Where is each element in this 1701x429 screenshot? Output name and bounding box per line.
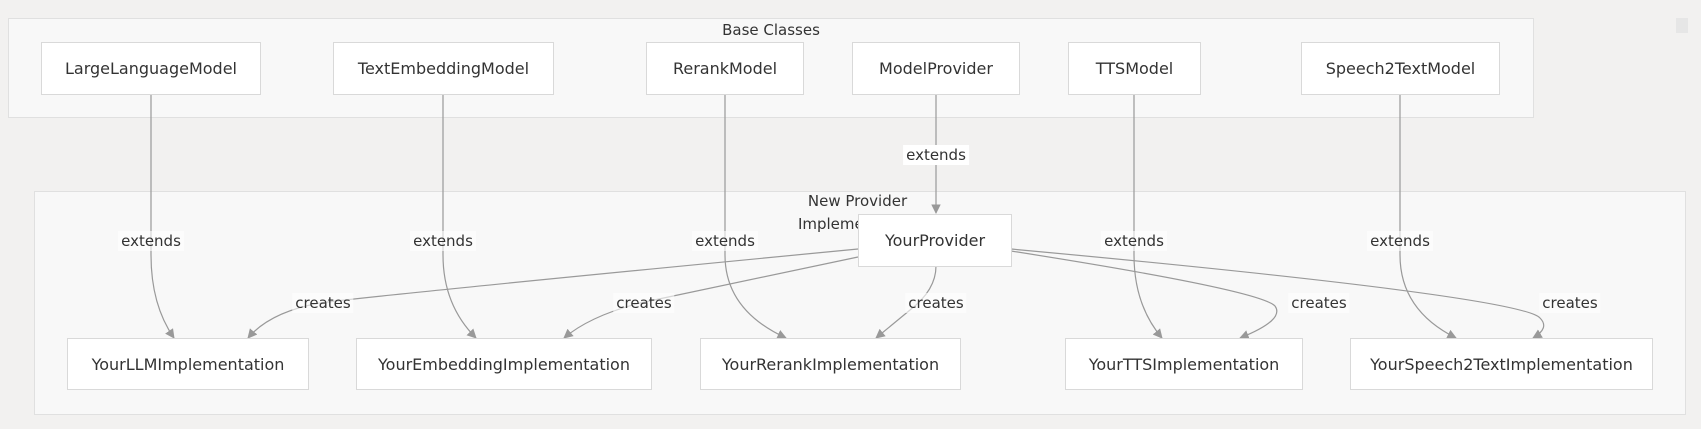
label-extends-s2t: extends [1367, 231, 1433, 251]
edge-creates-s2t [1010, 248, 1545, 339]
node-model-provider[interactable]: ModelProvider [852, 42, 1020, 95]
node-your-rerank-implementation[interactable]: YourRerankImplementation [700, 338, 961, 390]
corner-placeholder-box [1676, 18, 1688, 33]
node-your-provider[interactable]: YourProvider [858, 214, 1012, 267]
node-your-tts-implementation[interactable]: YourTTSImplementation [1065, 338, 1303, 390]
label-extends-embedding: extends [410, 231, 476, 251]
node-rerank-model[interactable]: RerankModel [646, 42, 804, 95]
edge-s2t-extends [1399, 95, 1457, 339]
node-tts-model[interactable]: TTSModel [1068, 42, 1201, 95]
label-extends-provider: extends [903, 145, 969, 165]
edge-llm-extends [150, 95, 175, 339]
label-creates-llm: creates [292, 293, 354, 313]
node-your-embedding-implementation[interactable]: YourEmbeddingImplementation [356, 338, 652, 390]
node-speech2text-model[interactable]: Speech2TextModel [1301, 42, 1500, 95]
label-extends-rerank: extends [692, 231, 758, 251]
label-creates-rerank: creates [905, 293, 967, 313]
label-creates-tts: creates [1288, 293, 1350, 313]
edge-embedding-extends [442, 95, 477, 339]
label-creates-s2t: creates [1539, 293, 1601, 313]
edge-creates-tts [1010, 250, 1278, 340]
base-classes-title: Base Classes [722, 21, 820, 39]
label-extends-llm: extends [118, 231, 184, 251]
edge-tts-extends [1133, 95, 1163, 339]
node-text-embedding-model[interactable]: TextEmbeddingModel [333, 42, 554, 95]
edge-rerank-extends [724, 95, 787, 339]
node-your-speech2text-implementation[interactable]: YourSpeech2TextImplementation [1350, 338, 1653, 390]
node-large-language-model[interactable]: LargeLanguageModel [41, 42, 261, 95]
label-extends-tts: extends [1101, 231, 1167, 251]
label-creates-embedding: creates [613, 293, 675, 313]
edge-creates-llm [247, 248, 859, 339]
new-provider-title-line1: New Provider [807, 192, 908, 210]
node-your-llm-implementation[interactable]: YourLLMImplementation [67, 338, 309, 390]
edge-creates-embedding [563, 256, 859, 339]
